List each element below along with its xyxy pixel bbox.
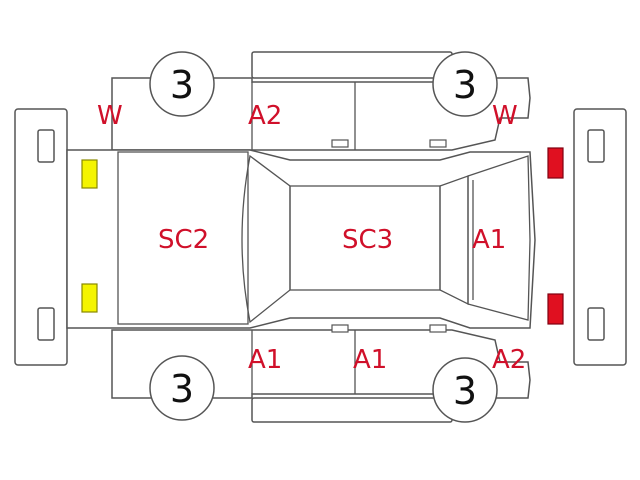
label-a2-bottom-rear: A2 [492, 345, 526, 375]
label-sc3-roof: SC3 [342, 225, 393, 255]
front-lamps [81, 159, 98, 313]
wheel-top-right-value: 3 [453, 63, 477, 107]
wheel-top-left-value: 3 [170, 63, 194, 107]
label-a2-top: A2 [248, 101, 282, 131]
front-bumper [14, 108, 68, 366]
car-body [66, 149, 536, 329]
rear-lamps [547, 147, 564, 325]
rear-bumper [573, 108, 627, 366]
front-right-lamp [81, 283, 98, 313]
front-left-lamp [81, 159, 98, 189]
wheel-top-right: 3 [432, 51, 498, 117]
label-a1-bottom-rear: A1 [353, 345, 387, 375]
bottom-side-panel [111, 324, 531, 423]
wheel-bottom-right-value: 3 [453, 369, 477, 413]
top-side-panel [111, 51, 531, 151]
damage-labels: W W A2 SC2 SC3 A1 A1 A1 A2 [97, 101, 526, 375]
wheel-top-left: 3 [149, 51, 215, 117]
label-a1-bottom-front: A1 [248, 345, 282, 375]
label-w-top-left: W [97, 101, 123, 131]
rear-left-lamp [547, 147, 564, 179]
label-sc2-hood: SC2 [158, 225, 209, 255]
label-w-top-right: W [492, 101, 518, 131]
label-a1-trunk: A1 [472, 225, 506, 255]
wheel-bottom-left-value: 3 [170, 367, 194, 411]
wheel-bottom-right: 3 [432, 357, 498, 423]
rear-right-lamp [547, 293, 564, 325]
wheel-bottom-left: 3 [149, 355, 215, 421]
